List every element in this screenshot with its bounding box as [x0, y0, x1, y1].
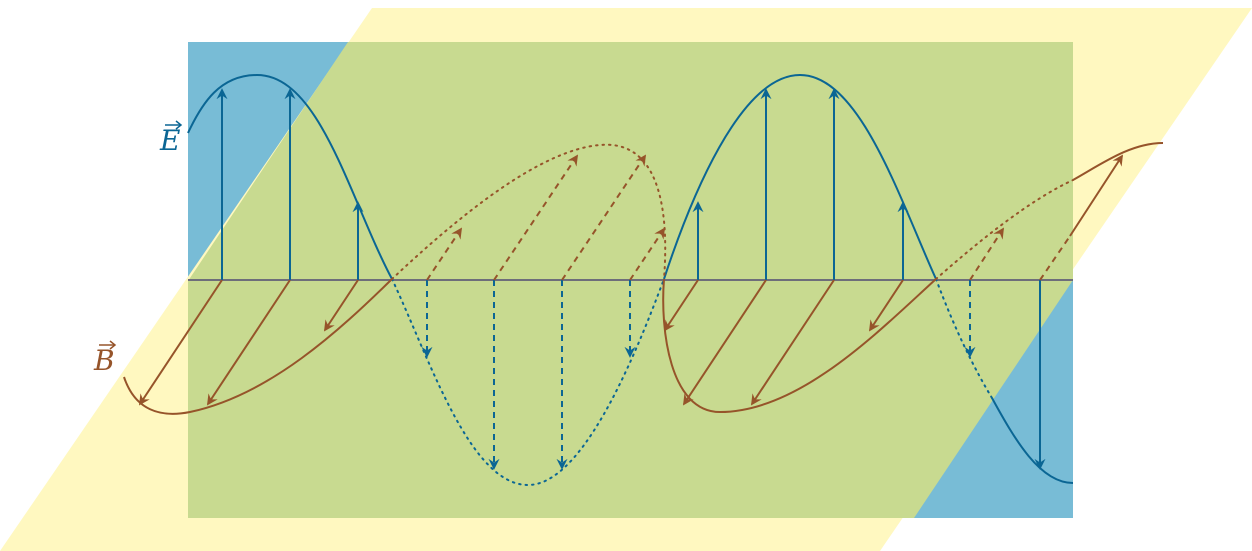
- b-wave-back-2: [935, 179, 1074, 280]
- b-arrow-hidden: [493, 154, 579, 281]
- b-arrow: [323, 279, 359, 332]
- b-arrow-hidden: [1039, 235, 1071, 281]
- b-arrow: [868, 279, 904, 332]
- b-arrow-hidden: [561, 154, 647, 281]
- magnetic-field-vectors: [138, 154, 1123, 406]
- magnetic-field-vectors-hidden: [426, 154, 1071, 281]
- electric-field-vectors-hidden: [421, 280, 976, 470]
- e-label-text: E: [159, 124, 180, 157]
- e-wave-front-2: [663, 73, 937, 280]
- b-arrow: [138, 279, 223, 406]
- b-arrow: [682, 279, 767, 406]
- electric-field-vectors: [216, 88, 1046, 470]
- magnetic-field-label: B: [93, 340, 117, 377]
- e-wave-back: [391, 278, 665, 487]
- electric-field-label: E: [159, 120, 183, 157]
- e-wave-front-1: [187, 73, 393, 280]
- b-arrow: [206, 279, 291, 406]
- b-arrow: [750, 279, 835, 406]
- b-arrow: [1069, 154, 1123, 237]
- b-wave-back: [391, 143, 667, 280]
- b-label-text: B: [93, 344, 115, 377]
- b-wave-front-2: [662, 278, 937, 414]
- b-arrow: [663, 279, 699, 332]
- e-wave-front-3: [991, 397, 1074, 484]
